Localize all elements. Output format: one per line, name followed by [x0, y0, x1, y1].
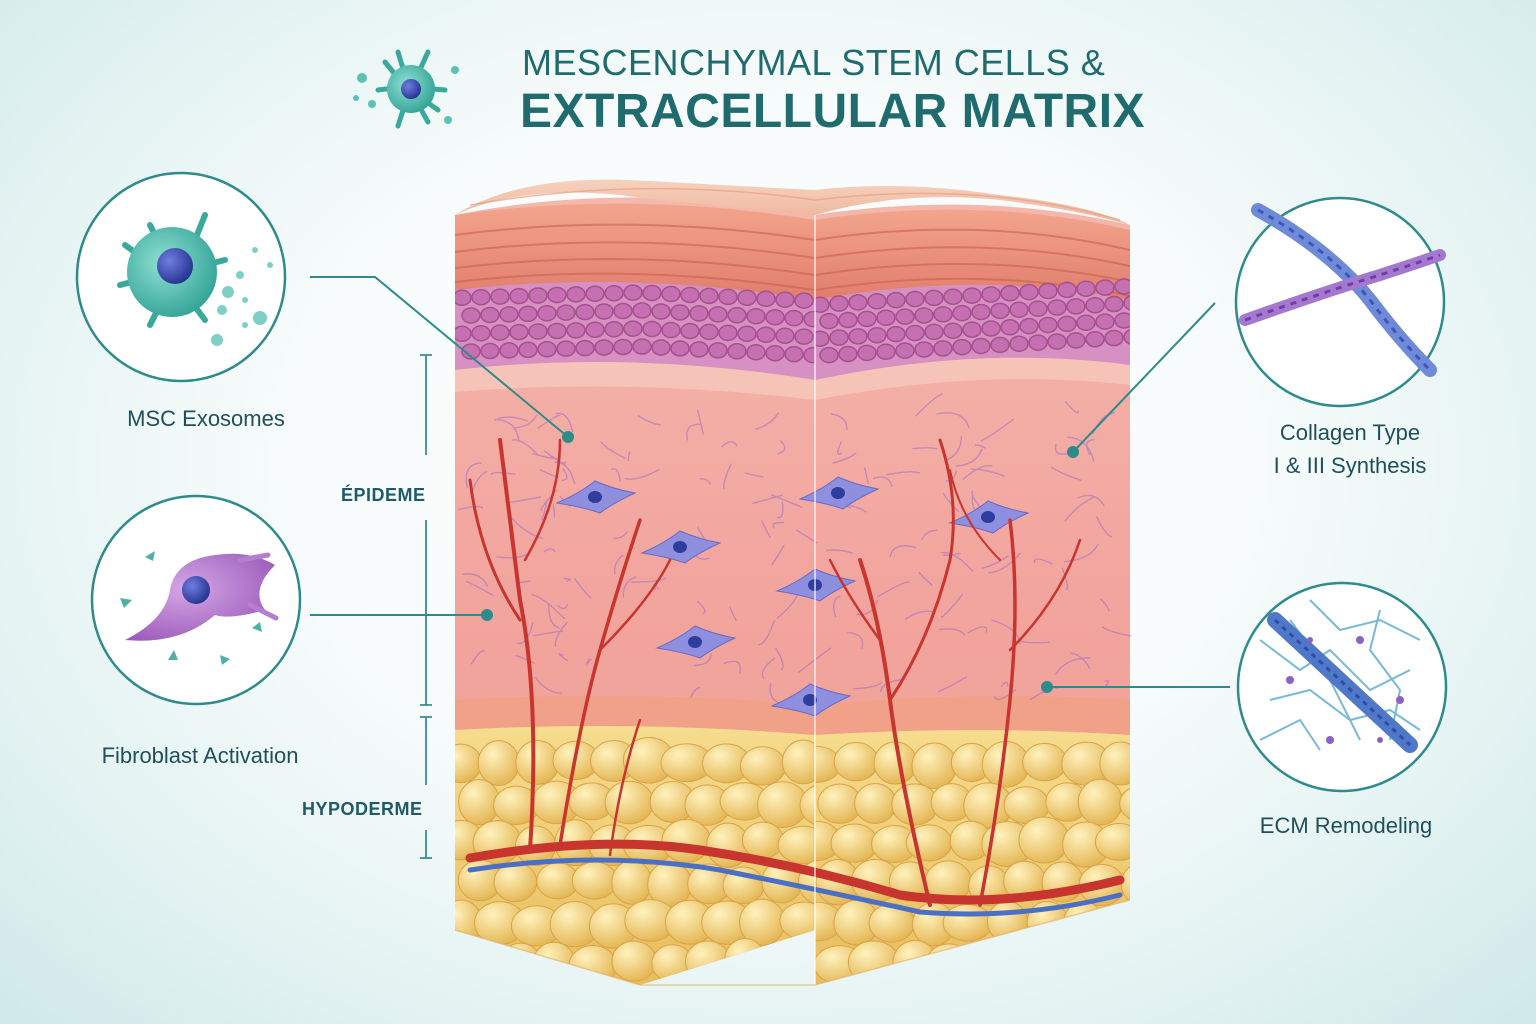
fibroblast-cell [555, 480, 637, 514]
connector-dots [481, 431, 1079, 693]
collagen-circle [1234, 196, 1446, 408]
hypodermis-layer-label: HYPODERME [302, 799, 423, 819]
fibroblast-activation-circle [90, 494, 302, 706]
msc-exosomes-label: MSC Exosomes [127, 406, 285, 431]
fibroblast-cell [948, 500, 1030, 534]
collagen-label-line-1: Collagen Type [1279, 420, 1421, 445]
fibroblasts [555, 476, 1030, 717]
title-line-1: MESCENCHYMAL STEM CELLS & [522, 42, 1106, 83]
skin-block-front [455, 197, 815, 985]
title-line-2: EXTRACELLULAR MATRIX [520, 85, 1146, 138]
layer-brackets [420, 354, 432, 859]
title-stem-cell-icon [353, 49, 459, 129]
skin-surface [455, 179, 1130, 225]
fibroblast-cell [655, 625, 737, 659]
fibroblast-cell [770, 683, 852, 717]
epidermis-layer-label: ÉPIDEME [341, 485, 426, 505]
collagen-label-line-2: I & III Synthesis [1273, 453, 1427, 478]
fibroblast-cell [798, 476, 880, 510]
fibroblast-cell [640, 530, 722, 564]
collagen-mesh [457, 392, 1132, 706]
fibroblast-activation-label: Fibroblast Activation [101, 743, 299, 768]
msc-exosomes-circle [75, 171, 287, 383]
connector-lines [310, 276, 1230, 688]
ecm-remodeling-label: ECM Remodeling [1259, 813, 1433, 838]
blood-vessels [465, 438, 1125, 917]
ecm-remodeling-circle [1236, 581, 1448, 793]
